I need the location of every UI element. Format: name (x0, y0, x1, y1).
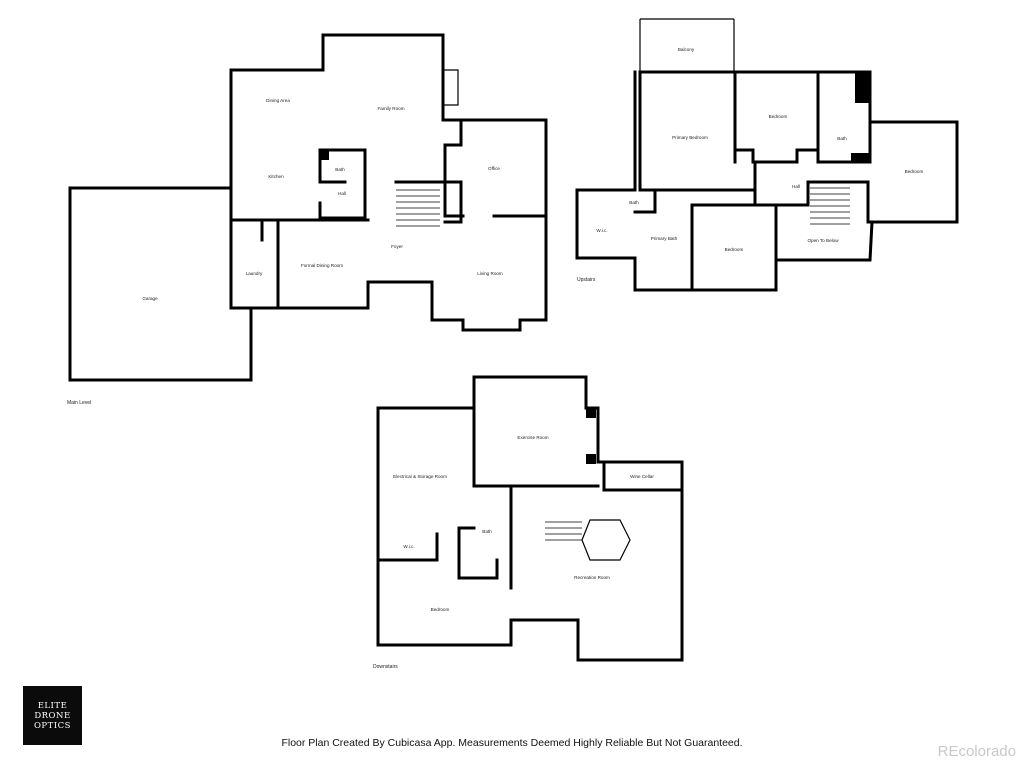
stair-outline (394, 180, 463, 224)
rec-stair-landing (581, 519, 631, 561)
down-exercise-fixture-1 (586, 408, 596, 418)
room-label-family-room: Family Room (377, 106, 404, 111)
room-label-balcony: Balcony (678, 47, 695, 52)
room-label-down-bedroom: Bedroom (431, 607, 450, 612)
up-bath-fixture-2 (851, 153, 869, 162)
level-label-downstairs: Downstairs (373, 664, 398, 670)
room-label-wic-up: W.i.c. (596, 228, 607, 233)
bath-wall (318, 148, 367, 222)
room-label-down-bath: Bath (482, 529, 492, 534)
room-label-primary-bath: Primary Bath (651, 236, 678, 241)
hall-wall (318, 201, 364, 220)
bath-wall-2 (318, 148, 347, 184)
room-label-main-hall: Hall (338, 191, 346, 196)
room-label-garage: Garage (142, 296, 158, 301)
up-bath-fixture-1 (855, 73, 869, 103)
downstairs-plan (376, 375, 684, 662)
elite-drone-optics-logo: ELITE DRONE OPTICS (23, 686, 82, 745)
floor-plan-caption: Floor Plan Created By Cubicasa App. Meas… (281, 737, 743, 749)
room-label-office: Office (488, 166, 500, 171)
room-label-formal-dining: Formal Dining Room (301, 263, 343, 268)
room-label-wic-down: W.i.c. (403, 544, 414, 549)
down-exercise-fixture-2 (586, 454, 596, 464)
office-wall (459, 118, 548, 322)
main-bath-fixture (321, 151, 329, 160)
main-outline-west (229, 33, 445, 190)
room-label-up-bath-2: Bath (629, 200, 639, 205)
up-stairs (810, 187, 850, 225)
main-outline-east (441, 118, 463, 147)
room-label-living-room: Living Room (477, 271, 503, 276)
room-label-exercise-room: Exercise Room (517, 435, 548, 440)
room-label-recreation-room: Recreation Room (574, 575, 610, 580)
level-label-upstairs: Upstairs (577, 277, 596, 283)
level-label-main: Main Level (67, 400, 91, 406)
room-label-electrical-storage: Electrical & Storage Room (393, 474, 447, 479)
up-bath1-wall (816, 70, 872, 164)
fireplace (443, 69, 459, 106)
room-label-foyer: Foyer (391, 244, 403, 249)
room-label-up-bedroom-2: Bedroom (905, 169, 924, 174)
room-label-main-bath: Bath (335, 167, 345, 172)
down-wic-wall (376, 532, 439, 562)
room-label-up-bedroom-3: Bedroom (725, 247, 744, 252)
room-label-primary-bedroom: Primary Bedroom (672, 135, 708, 140)
room-label-kitchen: Kitchen (268, 174, 284, 179)
down-exercise-south (472, 484, 513, 562)
room-label-up-hall: Hall (792, 184, 800, 189)
room-label-dining-area: Dining Area (266, 98, 290, 103)
room-label-up-bath-1: Bath (837, 136, 847, 141)
main-stairs (396, 189, 440, 227)
room-label-open-to-below: Open To Below (807, 238, 839, 243)
recolorado-watermark: REcolorado (937, 743, 1016, 760)
logo-line-2: DRONE (34, 710, 71, 721)
up-closet-wall (733, 148, 820, 164)
down-stairs (545, 521, 582, 541)
up-stair-outline (774, 180, 874, 224)
room-label-laundry: Laundry (246, 271, 263, 276)
logo-line-1: ELITE (37, 700, 68, 711)
room-label-up-bedroom-1: Bedroom (769, 114, 788, 119)
down-wine-wall (602, 460, 684, 492)
garage-wall (68, 186, 253, 382)
main-level-plan (68, 33, 548, 382)
logo-line-3: OPTICS (33, 720, 72, 731)
room-label-wine-cellar: Wine Cellar (630, 474, 654, 479)
up-outline (638, 70, 959, 224)
upstairs-plan (575, 70, 959, 292)
living-room-bay (366, 280, 522, 332)
down-outline (376, 375, 684, 662)
laundry-wall (229, 186, 370, 310)
down-bath-wall (457, 526, 499, 580)
